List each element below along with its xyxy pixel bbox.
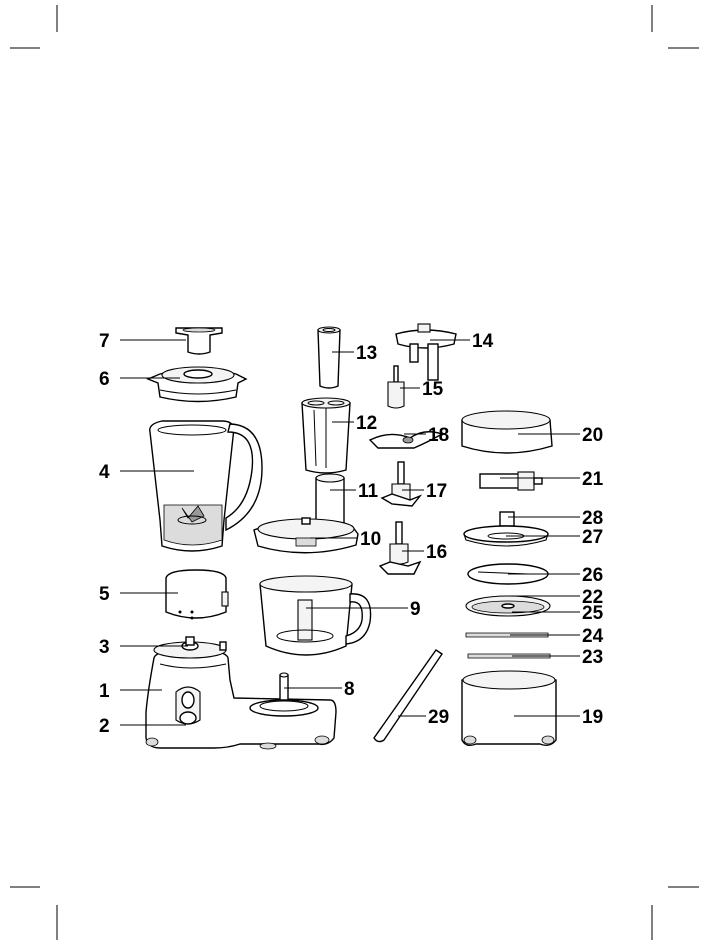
label-26: 26: [582, 565, 603, 586]
part-whisk-holder: [396, 324, 456, 380]
part-dough-hook: [380, 522, 420, 574]
part-storage-box: [462, 671, 556, 745]
label-16: 16: [426, 542, 447, 563]
part-blender-lid: [148, 367, 246, 402]
part-measuring-cap: [176, 328, 222, 354]
part-processor-bowl: [260, 576, 371, 655]
label-2: 2: [99, 716, 110, 737]
label-25: 25: [582, 603, 604, 624]
label-5: 5: [99, 584, 110, 605]
part-pusher-small: [318, 327, 340, 388]
part-chopper-blade: [382, 462, 420, 506]
label-21: 21: [582, 469, 604, 490]
label-8: 8: [344, 679, 355, 700]
label-27: 27: [582, 527, 603, 548]
part-shredding-disc: [466, 596, 550, 616]
part-pusher-large: [302, 398, 350, 473]
label-7: 7: [99, 331, 110, 352]
label-1: 1: [99, 681, 110, 702]
label-28: 28: [582, 508, 603, 529]
label-13: 13: [356, 343, 377, 364]
label-17: 17: [426, 481, 447, 502]
label-9: 9: [410, 599, 421, 620]
part-blender-coupling: [166, 570, 228, 620]
label-4: 4: [99, 462, 110, 483]
part-processor-lid: [254, 518, 358, 553]
part-blender-jug: [150, 421, 262, 551]
label-29: 29: [428, 707, 449, 728]
label-18: 18: [428, 425, 449, 446]
label-15: 15: [422, 379, 444, 400]
label-3: 3: [99, 637, 110, 658]
part-disc-spindle: [480, 472, 542, 490]
label-23: 23: [582, 647, 603, 668]
label-14: 14: [472, 331, 494, 352]
label-10: 10: [360, 529, 381, 550]
label-6: 6: [99, 369, 110, 390]
part-disc-cover: [462, 411, 552, 453]
label-20: 20: [582, 425, 603, 446]
label-24: 24: [582, 626, 604, 647]
part-drive-shaft: [250, 673, 318, 716]
label-11: 11: [358, 481, 379, 502]
label-12: 12: [356, 413, 377, 434]
part-blade-shaft: [388, 366, 404, 408]
label-19: 19: [582, 707, 603, 728]
